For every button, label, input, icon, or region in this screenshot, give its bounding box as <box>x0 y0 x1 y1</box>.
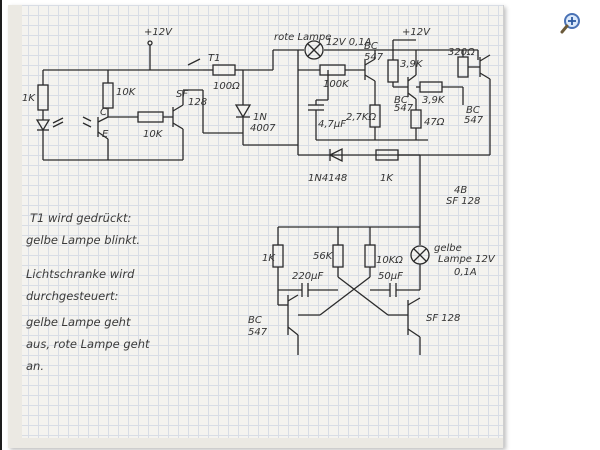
label-t1: T1 <box>208 53 220 64</box>
note-line-5: gelbe Lampe geht <box>26 315 131 329</box>
label-bc547-d2: 547 <box>248 327 268 338</box>
label-plus12v-right: +12V <box>402 27 431 38</box>
label-r39k-b: 3,9K <box>422 95 446 106</box>
label-sf128-a2: 128 <box>188 97 207 108</box>
label-gelbe-rating: 0,1A <box>454 267 477 278</box>
note-line-2: gelbe Lampe blinkt. <box>26 233 141 247</box>
note-line-6: aus, rote Lampe geht <box>26 337 150 351</box>
label-bc547-c: BC <box>466 105 480 116</box>
paper-bottom-edge <box>8 438 503 448</box>
label-bc547-a2: 547 <box>364 52 384 63</box>
red-lamp-section <box>243 39 491 245</box>
label-1n4148: 1N4148 <box>308 173 347 184</box>
zoom-in-glyph <box>560 13 580 34</box>
label-e: E <box>102 129 109 140</box>
label-cap47: 4,7µF <box>318 119 346 130</box>
label-1n4007-a: 1N <box>253 112 267 123</box>
label-lamp-rating-red: 12V 0,1A <box>326 37 372 48</box>
label-sf128-b: SF 128 <box>446 196 480 207</box>
label-r27k: 2,7KΩ <box>346 112 376 123</box>
label-r10k-b: 10K <box>143 129 164 140</box>
label-r1k-b: 1K <box>380 173 394 184</box>
label-c: C <box>100 107 107 118</box>
label-bc547-c2: 547 <box>464 115 484 126</box>
label-gelbe: gelbe <box>434 243 462 254</box>
label-sf128-b-top: 4B <box>454 185 467 196</box>
label-r100k: 100K <box>323 79 350 90</box>
label-r1k-c: 1K <box>262 253 276 264</box>
label-r100: 100Ω <box>213 81 240 92</box>
paper-margin <box>8 5 22 448</box>
window-edge <box>0 0 2 450</box>
label-r39k-a: 3,9K <box>400 59 424 70</box>
label-r10k-c: 10KΩ <box>376 255 403 266</box>
label-r1k: 1K <box>22 93 36 104</box>
note-line-1: T1 wird gedrückt: <box>30 211 132 225</box>
label-gelbe2: Lampe 12V <box>438 254 496 265</box>
label-plus12v: +12V <box>144 27 173 38</box>
label-r320: 320Ω <box>448 47 475 58</box>
note-line-7: an. <box>26 359 44 373</box>
note-line-3: Lichtschranke wird <box>26 267 135 281</box>
label-rote-lampe: rote Lampe <box>274 32 331 43</box>
label-c50: 50µF <box>378 271 403 282</box>
label-1n4007-b: 4007 <box>250 123 276 134</box>
magnifier-plus-icon[interactable] <box>560 12 582 34</box>
label-sf128-a: SF <box>176 89 188 100</box>
label-r56k: 56K <box>313 251 334 262</box>
label-c220: 220µF <box>292 271 323 282</box>
circuit-schematic: +12V T1 100Ω 1K 10K 10K SF 128 C E 1N 40… <box>22 27 496 355</box>
label-bc547-b2: 547 <box>394 103 414 114</box>
flasher-section <box>272 226 430 355</box>
label-bc547-a: BC <box>364 41 378 52</box>
input-section <box>35 40 298 161</box>
label-r10k-a: 10K <box>116 87 137 98</box>
graph-paper-photo: +12V T1 100Ω 1K 10K 10K SF 128 C E 1N 40… <box>8 5 504 448</box>
label-bc547-b: BC <box>394 95 408 106</box>
label-sf128-c: SF 128 <box>426 313 460 324</box>
label-r47: 47Ω <box>424 117 445 128</box>
label-bc547-d: BC <box>248 315 262 326</box>
note-line-4: durchgesteuert: <box>26 289 119 303</box>
